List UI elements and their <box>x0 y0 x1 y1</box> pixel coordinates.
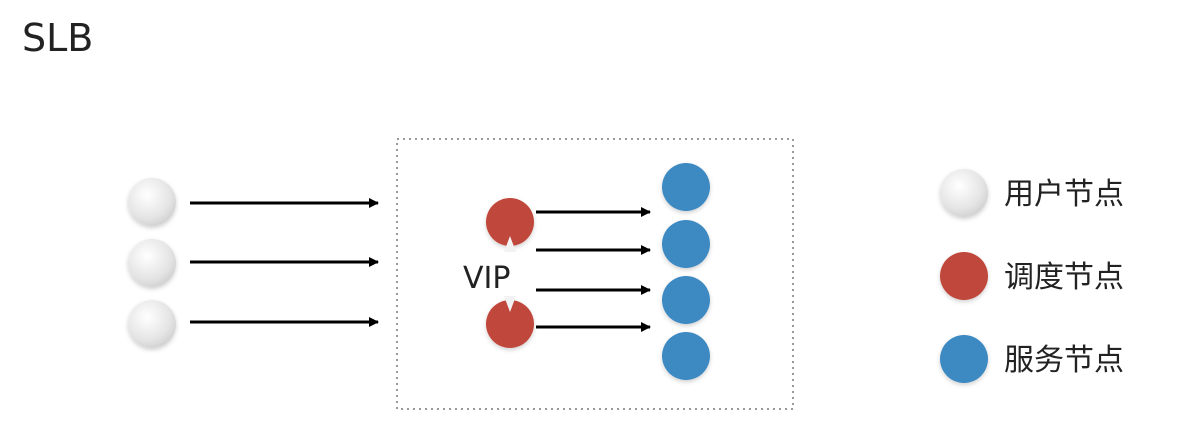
slb-cluster-box <box>396 138 794 410</box>
user-node <box>128 178 176 226</box>
service-node <box>662 220 710 268</box>
user-nodes <box>128 178 176 348</box>
page-title: SLB <box>22 16 94 60</box>
user-node <box>128 239 176 287</box>
legend-user-swatch <box>940 169 988 217</box>
legend-user-label: 用户节点 <box>1004 177 1124 212</box>
legend: 用户节点 调度节点 服务节点 <box>940 169 1124 383</box>
legend-scheduler-label: 调度节点 <box>1004 260 1124 295</box>
legend-service-label: 服务节点 <box>1004 343 1124 378</box>
user-node <box>128 300 176 348</box>
service-nodes <box>662 163 710 380</box>
service-node <box>662 163 710 211</box>
scheduler-nodes <box>486 198 534 348</box>
dispatch-arrows <box>536 207 651 332</box>
scheduler-node <box>486 198 534 246</box>
vip-up-arrow <box>504 236 516 252</box>
vip-label: VIP <box>463 261 510 296</box>
scheduler-node <box>486 300 534 348</box>
legend-scheduler-swatch <box>940 252 988 300</box>
service-node <box>662 276 710 324</box>
vip-failover-arrows <box>504 236 516 312</box>
service-node <box>662 332 710 380</box>
user-arrows <box>190 198 379 327</box>
legend-service-swatch <box>940 335 988 383</box>
vip-down-arrow <box>504 296 516 312</box>
